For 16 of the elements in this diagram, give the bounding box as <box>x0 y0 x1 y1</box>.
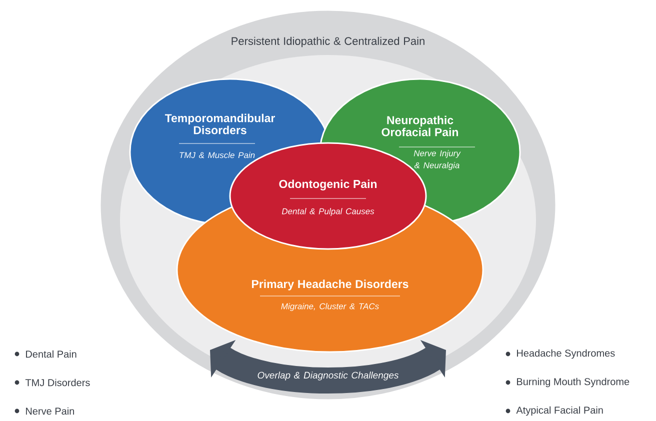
bullet-item: Atypical Facial Pain <box>506 406 603 416</box>
circle-subtitle: TMJ & Muscle Pain <box>180 152 255 158</box>
bullet-item: TMJ Disorders <box>14 378 90 386</box>
bullet-item: Nerve Pain <box>14 407 74 415</box>
circle-subtitle: Dental & Pulpal Causes <box>282 208 374 216</box>
bullet-item: Dental Pain <box>14 350 76 358</box>
circle-subtitle: Nerve Injury & Neuralgia <box>414 150 461 170</box>
circle-title: Odontogenic Pain <box>279 180 377 190</box>
bullet-item: Headache Syndromes <box>506 349 615 359</box>
circle-title: Temporomandibular Disorders <box>164 114 275 134</box>
circle-subtitle: Migraine, Cluster & TACs <box>281 303 379 311</box>
circle-title: Primary Headache Disorders <box>252 280 408 290</box>
ring-title: Persistent Idiopathic & Centralized Pain <box>232 36 424 48</box>
node-label: Overlap & Diagnostic Challenges <box>258 372 399 380</box>
circle-title: Neuropathic Orofacial Pain <box>382 116 458 136</box>
bullet-item: Burning Mouth Syndrome <box>506 378 630 388</box>
